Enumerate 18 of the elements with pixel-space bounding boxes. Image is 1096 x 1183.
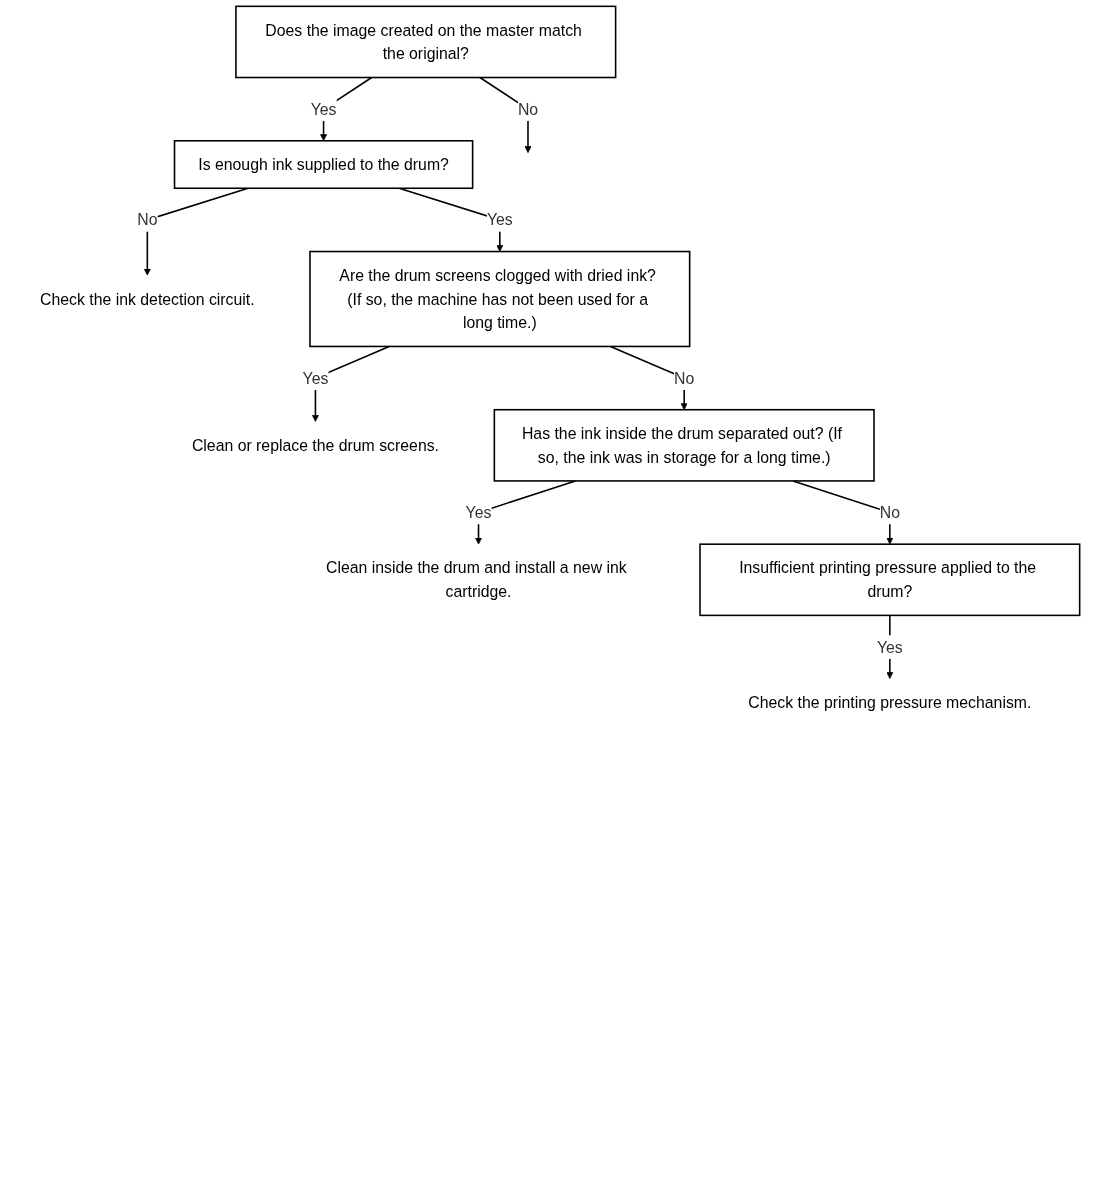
edge-label: No [517, 100, 539, 118]
edge-label: No [137, 211, 158, 229]
edge-label: Yes [876, 638, 903, 656]
edge-label: Yes [302, 369, 329, 387]
edge-label: No [674, 369, 695, 387]
node-box: Insufficient printing pressure applied to the drum? [699, 543, 1081, 617]
node-box: Does the image created on the master match the original? [235, 5, 617, 79]
edge-label: Yes [310, 100, 337, 118]
node-box: Has the ink inside the drum separated out? (If so, the ink was in storage for a long time.) [493, 408, 875, 482]
node-box: Is enough ink supplied to the drum? [173, 140, 474, 190]
node-text: Clean inside the drum and install a new ink cartridge. [325, 559, 627, 601]
edge-label: Yes [486, 211, 513, 229]
edge-label: No [879, 503, 900, 522]
node-text: Clean or replace the drum screens. [191, 436, 439, 455]
node-text: Check the printing pressure mechanism. [748, 693, 1032, 712]
edge-label: Yes [465, 503, 492, 522]
node-box: Are the drum screens clogged with dried ink? (If so, the machine has not been used for a long time.) [309, 250, 691, 348]
node-text: Check the ink detection circuit. [40, 290, 255, 308]
